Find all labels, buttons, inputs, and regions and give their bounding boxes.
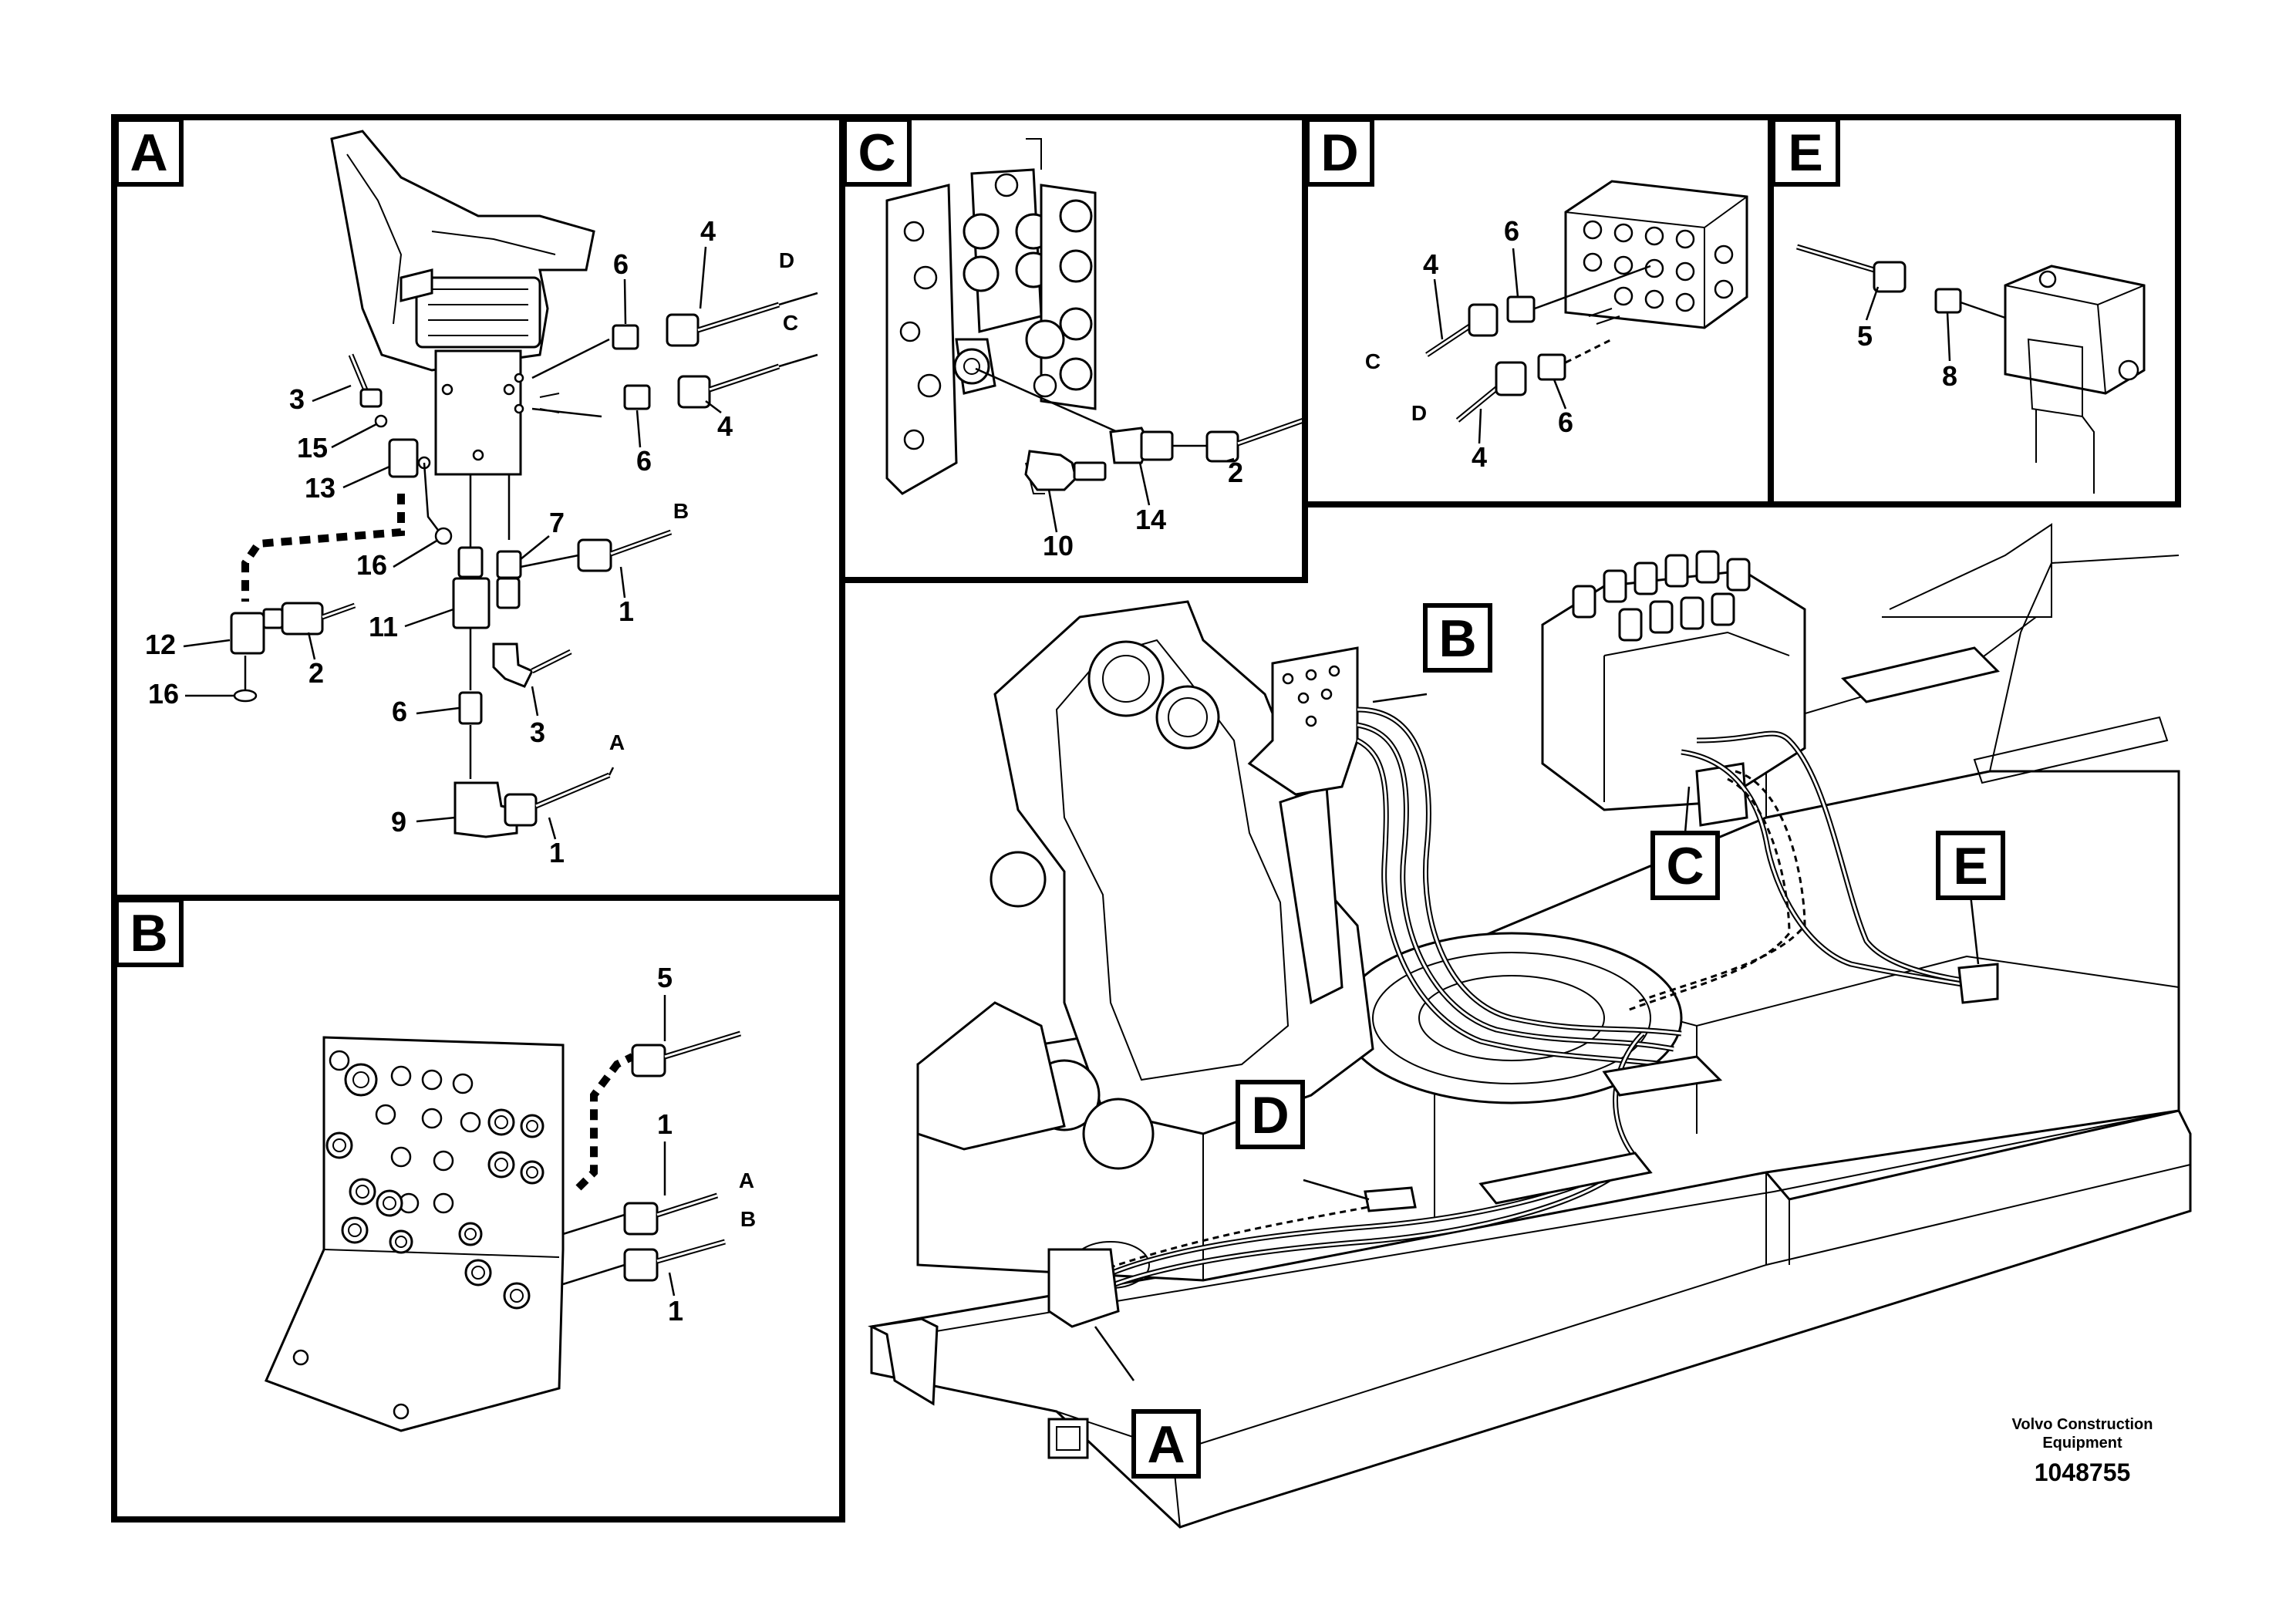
callout-a-1b: 1 [549, 837, 565, 868]
callout-a-3: 3 [289, 383, 305, 415]
end-letter-b: B [673, 499, 689, 523]
overview-tag-b-label: B [1438, 609, 1476, 668]
callout-e-8: 8 [1942, 360, 1957, 392]
fittings-c [975, 367, 1305, 491]
panel-b-tag-label: B [130, 904, 167, 963]
callout-c-2: 2 [1228, 457, 1243, 488]
callouts-e: 5 8 [1857, 286, 1957, 392]
end-letter-b-a: A [739, 1168, 754, 1192]
footer-credit: Volvo Construction Equipment 1048755 [2012, 1416, 2153, 1486]
callout-b-5: 5 [657, 962, 673, 993]
bulkhead-plate-drawing [264, 1030, 742, 1432]
panel-b-frame [111, 895, 845, 1523]
callout-b-1b: 1 [668, 1295, 683, 1327]
fittings-a-top [612, 292, 818, 410]
panel-e-tag-label: E [1788, 123, 1822, 182]
panel-b: B [111, 895, 845, 1523]
panel-e: E 5 8 [1768, 114, 2181, 508]
fittings-e [1795, 244, 2006, 319]
fitting-12 [230, 602, 356, 703]
bulkhead-fittings [325, 1063, 544, 1310]
callout-a-11: 11 [369, 611, 398, 642]
callout-a-6b: 6 [636, 445, 652, 477]
panel-b-tag [114, 898, 184, 967]
overview-tag-c-label: C [1666, 837, 1704, 895]
overview-tag-d-label: D [1251, 1086, 1289, 1145]
manifold-block-e [2004, 265, 2146, 494]
callout-e-5: 5 [1857, 320, 1873, 352]
overview-tag-d [1236, 1080, 1305, 1149]
callout-d-6: 6 [1504, 215, 1519, 247]
fitting-7 [492, 474, 673, 688]
callout-a-3b: 3 [530, 717, 545, 748]
end-letter-a: A [609, 730, 625, 754]
overview-tag-c [1650, 831, 1720, 900]
callout-d-4b: 4 [1472, 441, 1487, 473]
callout-a-9: 9 [391, 806, 406, 838]
control-valve-section-drawing [885, 138, 1097, 495]
callout-a-13: 13 [305, 472, 335, 504]
callouts-b: 5 1 A B 1 [657, 962, 756, 1327]
panel-d: D 6 4 [1302, 114, 1774, 508]
callout-d-6b: 6 [1558, 406, 1573, 438]
end-letter-d-d: D [1411, 401, 1427, 425]
overview-tag-a-label: A [1147, 1415, 1185, 1474]
callout-a-4b: 4 [717, 410, 733, 442]
callout-a-15: 15 [297, 432, 328, 464]
callout-a-12: 12 [145, 629, 176, 660]
panel-a: A [111, 114, 845, 901]
callout-a-16b: 16 [148, 678, 179, 710]
fittings-d [1425, 265, 1651, 423]
callout-a-6c: 6 [392, 696, 407, 727]
manifold-block-d [1564, 180, 1748, 329]
callouts-c: 2 10 14 [1043, 457, 1243, 561]
callout-b-1: 1 [657, 1108, 673, 1140]
panel-a-tag [114, 117, 184, 187]
panel-e-frame [1768, 114, 2181, 508]
panel-c-tag-label: C [858, 123, 895, 182]
callout-a-4: 4 [700, 215, 716, 247]
bulkhead-overview [1247, 646, 1359, 796]
panel-d-tag [1305, 117, 1374, 187]
drawing-number: 1048755 [2035, 1458, 2131, 1486]
panel-a-tag-label: A [130, 123, 167, 182]
fittings-a-left [241, 353, 453, 602]
callouts-d: 6 4 C D 6 4 [1365, 215, 1573, 473]
callout-a-16: 16 [356, 549, 387, 581]
panel-c: C [839, 114, 1308, 583]
overview-tag-a [1131, 1409, 1201, 1479]
overview-tag-e-label: E [1953, 837, 1988, 895]
chassis-frame [868, 1109, 2192, 1529]
end-letter-c: C [783, 311, 798, 335]
end-letter-b-b: B [740, 1207, 756, 1231]
callout-a-7: 7 [549, 507, 565, 538]
machine-overview: B C E D A [868, 523, 2192, 1529]
pedal-valve-drawing [330, 130, 610, 476]
callout-d-4: 4 [1423, 248, 1438, 280]
callout-c-14: 14 [1135, 504, 1166, 535]
fitting-stack-center [452, 474, 615, 838]
brand-line-2: Equipment [2042, 1435, 2122, 1452]
callouts-a: 4 D 6 C 4 6 3 15 13 7 16 B 1 11 12 [145, 215, 798, 868]
end-letter-d-c: C [1365, 349, 1381, 373]
overview-tags: B C E D A [1094, 603, 2005, 1479]
callout-a-6: 6 [613, 248, 629, 280]
panel-c-tag [842, 117, 912, 187]
panel-e-tag [1771, 117, 1840, 187]
overview-tag-b [1423, 603, 1492, 673]
end-letter-d: D [779, 248, 794, 272]
callout-a-1: 1 [619, 595, 634, 627]
panel-d-tag-label: D [1320, 123, 1358, 182]
brand-line-1: Volvo Construction [2012, 1416, 2153, 1433]
callout-a-2: 2 [308, 657, 324, 689]
hose-harness [1047, 706, 1999, 1328]
overview-tag-e [1936, 831, 2005, 900]
callout-c-10: 10 [1043, 530, 1074, 561]
